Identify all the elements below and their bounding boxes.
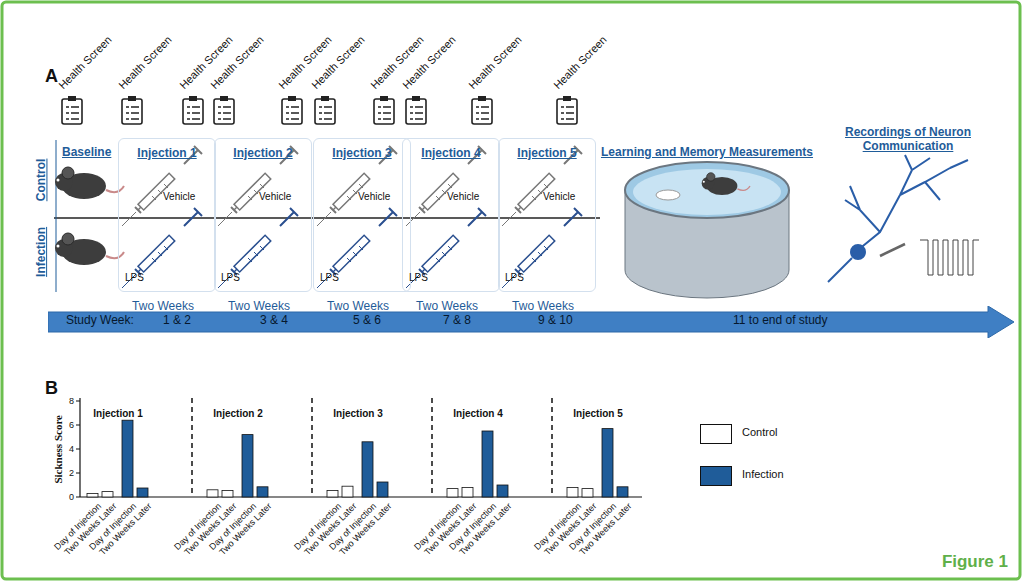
- label: Control: [35, 159, 49, 202]
- treatment-label: LPS: [320, 272, 339, 284]
- treatment-label: Vehicle: [543, 191, 575, 203]
- legend-label: Infection: [742, 468, 784, 481]
- health-screen-icons: [62, 96, 577, 124]
- injection-box: Injection 3 VehicleLPS: [313, 138, 411, 292]
- treatment-label: LPS: [505, 272, 524, 284]
- label: Sickness Score: [52, 415, 65, 484]
- week-label: 11 to end of study: [733, 314, 828, 328]
- health-screen-label: Health Screen: [368, 34, 426, 92]
- group-separators: [192, 398, 552, 497]
- figure-caption: Figure 1: [942, 552, 1008, 572]
- tick-label: 0: [69, 492, 74, 502]
- legend-swatch: [700, 466, 732, 486]
- week-label: 1 & 2: [163, 314, 191, 328]
- label: Infection: [35, 227, 49, 277]
- week-label: 5 & 6: [353, 314, 381, 328]
- neuron: [828, 155, 979, 282]
- label: Injection 5: [573, 408, 622, 420]
- tick-label: 6: [69, 420, 74, 430]
- water-maze: [625, 162, 789, 298]
- mouse-icons: [55, 167, 124, 265]
- legend-swatch: [700, 424, 732, 444]
- week-label: Study Week:: [66, 314, 134, 328]
- label: Two Weeks: [132, 300, 194, 314]
- group-divider: [54, 217, 600, 219]
- tick-label: 2: [69, 468, 74, 478]
- legend-label: Control: [742, 426, 777, 439]
- treatment-label: LPS: [221, 272, 240, 284]
- label: Injection 4: [453, 408, 502, 420]
- treatment-label: LPS: [125, 272, 144, 284]
- bars: [87, 420, 628, 497]
- label: Injection 3: [333, 408, 382, 420]
- group-axis: [56, 140, 57, 292]
- label: Two Weeks: [416, 300, 478, 314]
- tick-label: 8: [69, 396, 74, 406]
- health-screen-label: Health Screen: [116, 34, 174, 92]
- health-screen-label: Health Screen: [551, 34, 609, 92]
- label: Injection 2: [213, 408, 262, 420]
- week-label: 3 & 4: [260, 314, 288, 328]
- week-label: 7 & 8: [443, 314, 471, 328]
- syringes: [122, 146, 582, 288]
- label: Baseline: [62, 146, 111, 160]
- treatment-label: Vehicle: [358, 191, 390, 203]
- label: Two Weeks: [228, 300, 290, 314]
- box-heading: Injection 5: [499, 147, 595, 161]
- injection-box: Injection 1 VehicleLPS: [118, 138, 216, 292]
- injection-box: Injection 4 VehicleLPS: [402, 138, 500, 292]
- box-heading: Injection 2: [215, 147, 311, 161]
- label: Two Weeks: [327, 300, 389, 314]
- chart-axes: [76, 398, 642, 497]
- health-screen-label: Health Screen: [56, 34, 114, 92]
- label: Learning and Memory Measurements: [601, 146, 813, 160]
- health-screen-label: Health Screen: [466, 34, 524, 92]
- label: Injection 1: [93, 408, 142, 420]
- treatment-label: Vehicle: [163, 191, 195, 203]
- box-heading: Injection 4: [403, 147, 499, 161]
- treatment-label: Vehicle: [447, 191, 479, 203]
- week-label: 9 & 10: [538, 314, 573, 328]
- injection-box: Injection 2 VehicleLPS: [214, 138, 312, 292]
- tick-label: 4: [69, 444, 74, 454]
- box-heading: Injection 3: [314, 147, 410, 161]
- injection-box: Injection 5 VehicleLPS: [498, 138, 596, 292]
- treatment-label: LPS: [409, 272, 428, 284]
- box-heading: Injection 1: [119, 147, 215, 161]
- label: Recordings of Neuron Communication: [833, 126, 983, 154]
- label: Two Weeks: [512, 300, 574, 314]
- panel-letter: B: [45, 378, 58, 399]
- treatment-label: Vehicle: [259, 191, 291, 203]
- panel-letter: A: [45, 66, 58, 87]
